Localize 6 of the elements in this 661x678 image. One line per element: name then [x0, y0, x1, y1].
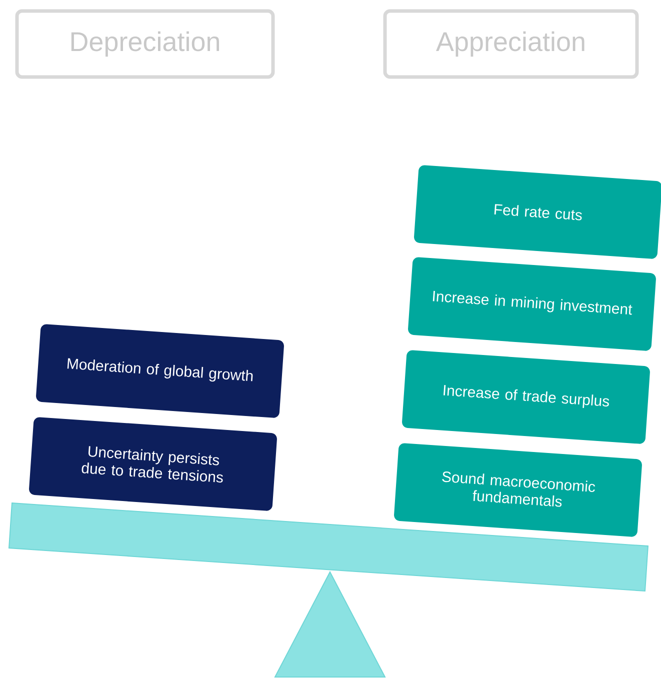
factor-box: Uncertainty persists due to trade tensions [29, 417, 277, 511]
factor-box: Moderation of global growth [36, 324, 284, 418]
factor-box: Increase in mining investment [408, 257, 656, 351]
factor-box: Fed rate cuts [414, 165, 661, 259]
factor-box: Sound macroeconomic fundamentals [394, 443, 642, 537]
factor-box: Increase of trade surplus [402, 350, 650, 444]
